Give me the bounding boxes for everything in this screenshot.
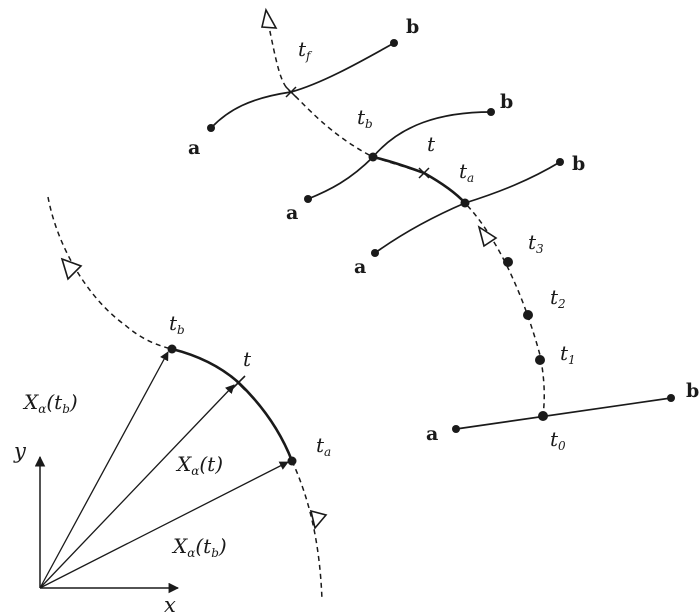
label-t: t [427, 132, 436, 156]
vector-label-x-tb-lower: Xα(tb) [171, 534, 227, 560]
point-b-tf [390, 39, 398, 47]
axis-y-label: y [13, 439, 27, 463]
label-b-tb: b [500, 91, 513, 113]
curve-ab-tb [307, 111, 492, 200]
label-t-0: t0 [550, 427, 566, 453]
point-t2 [523, 310, 533, 320]
left-vector-diagram: y x tb t ta Xα(tb) Xα(t) Xα(tb) [13, 196, 331, 616]
label-t-b: tb [357, 105, 373, 131]
cross-marker-t [418, 167, 430, 179]
left-top-direction-triangle [60, 257, 83, 281]
left-bottom-direction-triangle [309, 509, 328, 530]
label-t-2: t2 [550, 285, 566, 311]
label-b-tf: b [406, 16, 419, 38]
label-t-3: t3 [528, 230, 544, 256]
left-cross-marker-t [230, 375, 246, 391]
point-a-t0 [452, 425, 460, 433]
point-ta [460, 198, 470, 208]
left-point-ta [287, 456, 297, 466]
label-a-tb: a [286, 202, 298, 224]
label-b-t0: b [686, 380, 699, 402]
right-top-direction-triangle [261, 7, 278, 29]
point-t3 [503, 257, 513, 267]
label-t-f: tf [298, 37, 313, 63]
left-label-t: t [243, 347, 252, 371]
right-mid-direction-triangle [477, 225, 498, 248]
vector-to-ta [39, 461, 289, 589]
left-solid-trajectory-segment [171, 347, 294, 462]
left-label-tb: tb [169, 311, 185, 337]
point-a-tb [304, 195, 312, 203]
point-b-t0 [667, 394, 675, 402]
right-solid-trajectory-segment [372, 155, 466, 204]
left-label-ta: ta [316, 433, 331, 459]
vector-label-x-t: Xα(t) [175, 452, 223, 478]
label-a-t0: a [426, 423, 438, 445]
point-b-ta [556, 158, 564, 166]
label-a-ta: a [354, 256, 366, 278]
label-t-a: ta [459, 159, 474, 185]
label-b-ta: b [572, 153, 585, 175]
left-point-tb [167, 344, 177, 354]
vector-label-x-tb-upper: Xα(tb) [22, 390, 78, 416]
point-t0 [538, 411, 548, 421]
left-dashed-trajectory [47, 196, 323, 601]
point-b-tb [487, 108, 495, 116]
point-a-tf [207, 124, 215, 132]
vector-to-tb [39, 351, 169, 589]
label-t-1: t1 [560, 341, 576, 367]
right-dashed-trajectory [267, 21, 545, 416]
vector-to-t [39, 384, 235, 589]
line-ab-t0 [455, 397, 672, 430]
right-trajectory-diagram: b a b a b a b a tf tb t ta t3 t2 t1 t0 [188, 7, 699, 453]
point-a-ta [371, 249, 379, 257]
point-t1 [535, 355, 545, 365]
cross-marker-tf [285, 86, 297, 98]
axis-x-label: x [164, 593, 176, 616]
label-a-tf: a [188, 137, 200, 159]
point-tb [368, 152, 378, 162]
